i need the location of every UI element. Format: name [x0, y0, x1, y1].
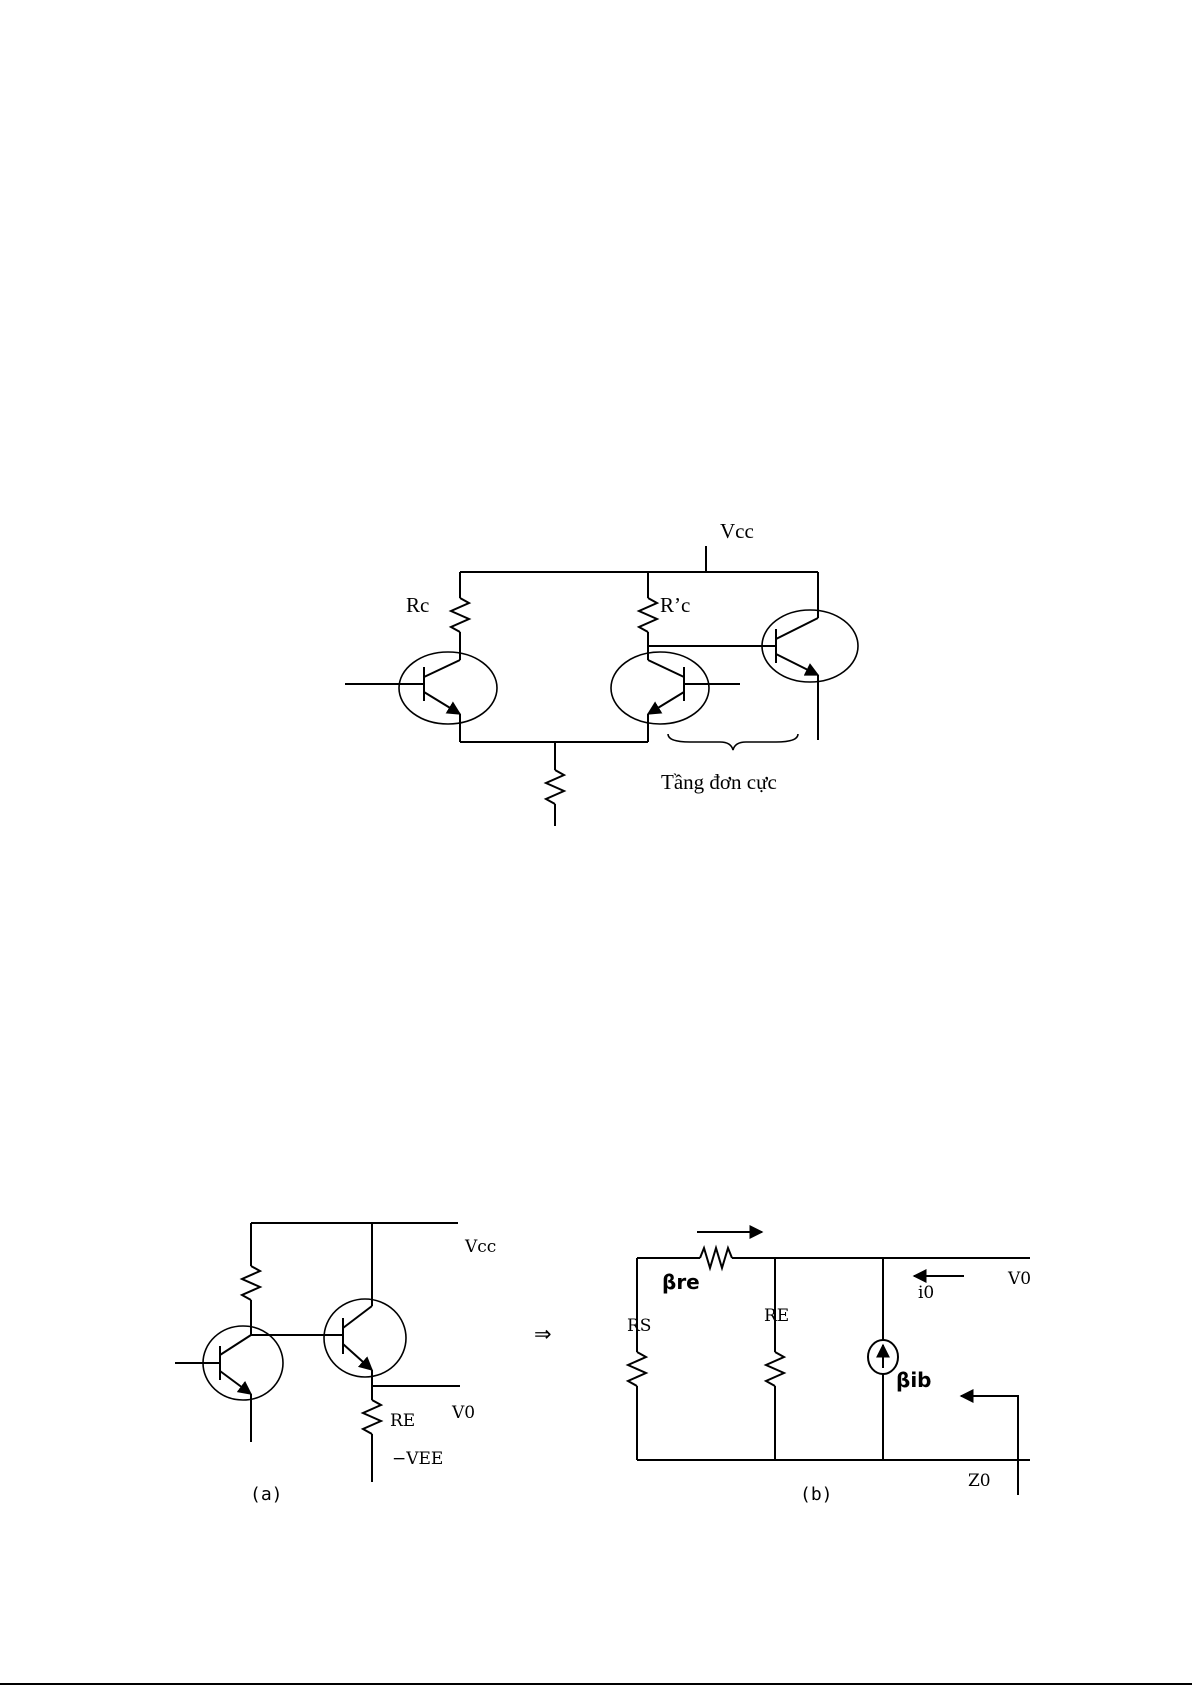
io-label: i0 [918, 1283, 934, 1303]
vcc-label: Vcc [464, 1237, 496, 1257]
resistor-rs [628, 1352, 646, 1386]
resistor-collector [242, 1266, 260, 1300]
resistor-beta-re [700, 1248, 732, 1268]
vo-label: V0 [451, 1403, 475, 1423]
re-label: RE [764, 1306, 789, 1326]
transistor-left [175, 1326, 283, 1400]
figure-2b-equivalent-circuit: βre RS RE βib i0 V0 Z0 (b) [627, 1232, 1031, 1505]
zo-label: Z0 [968, 1471, 991, 1491]
resistor-tail [546, 770, 564, 804]
vcc-label: Vcc [720, 519, 754, 543]
transistor-q3 [762, 610, 858, 682]
resistor-re [363, 1400, 381, 1434]
figure-2a-circuit: Vcc V0 RE −VEE (a) [175, 1223, 496, 1505]
vo-label: V0 [1007, 1269, 1031, 1289]
resistor-rc [451, 598, 469, 632]
beta-re-label: βre [662, 1270, 700, 1294]
vee-label: −VEE [392, 1449, 443, 1469]
equivalence-arrow: ⇒ [534, 1322, 552, 1346]
brace [668, 734, 798, 750]
transistor-q1 [345, 652, 497, 724]
transistor-right [324, 1299, 406, 1377]
re-label: RE [390, 1411, 415, 1431]
resistor-rc-prime [639, 598, 657, 632]
resistor-re [766, 1352, 784, 1386]
beta-ib-label: βib [896, 1368, 932, 1392]
caption-b: (b) [800, 1484, 833, 1505]
figure-1-differential-amplifier: Vcc Rc R’c [345, 519, 858, 826]
caption-a: (a) [250, 1484, 283, 1505]
transistor-q2 [611, 652, 740, 724]
rc-prime-label: R’c [660, 593, 690, 617]
rc-label: Rc [406, 593, 429, 617]
current-source [868, 1340, 898, 1374]
stage-label: Tầng đơn cực [661, 770, 777, 794]
rs-label: RS [627, 1316, 651, 1336]
